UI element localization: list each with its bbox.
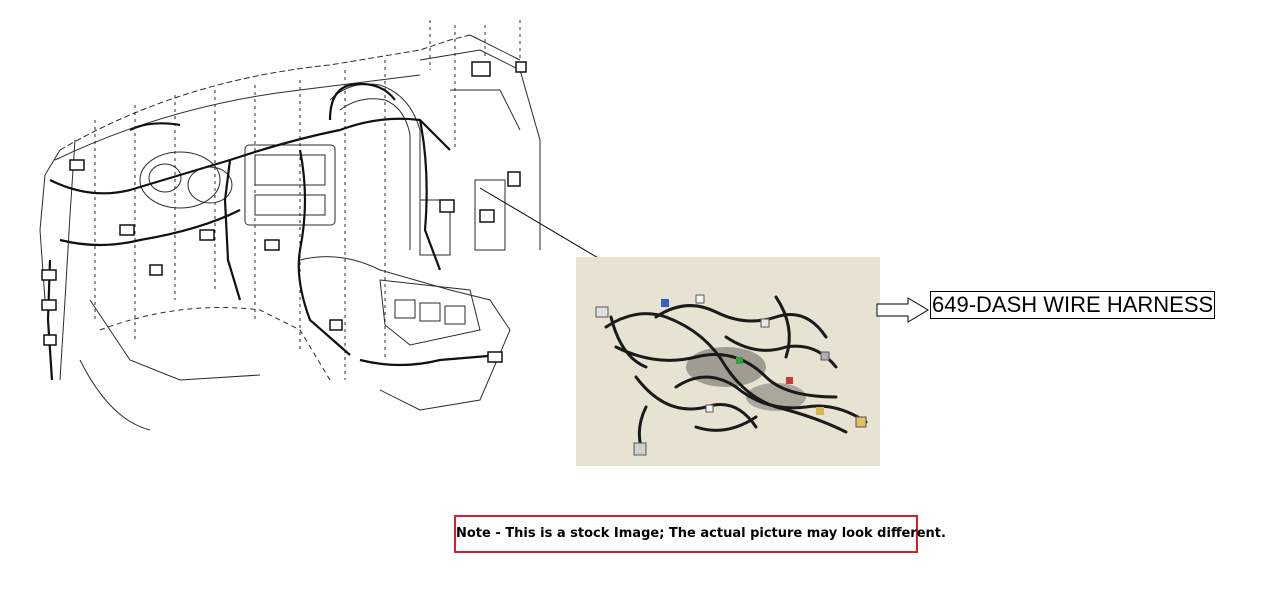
part-label: 649-DASH WIRE HARNESS <box>930 291 1216 319</box>
right-arrow-icon <box>876 297 929 323</box>
stock-image-note: Note - This is a stock Image; The actual… <box>454 515 946 553</box>
dashboard-outline <box>39 20 541 431</box>
harness-connectors <box>595 294 867 456</box>
harness-wire-bundle <box>686 347 806 411</box>
leader-line <box>479 187 606 263</box>
connector-blocks <box>41 61 527 363</box>
harness-routing <box>46 82 501 381</box>
harness-photo <box>576 257 880 466</box>
